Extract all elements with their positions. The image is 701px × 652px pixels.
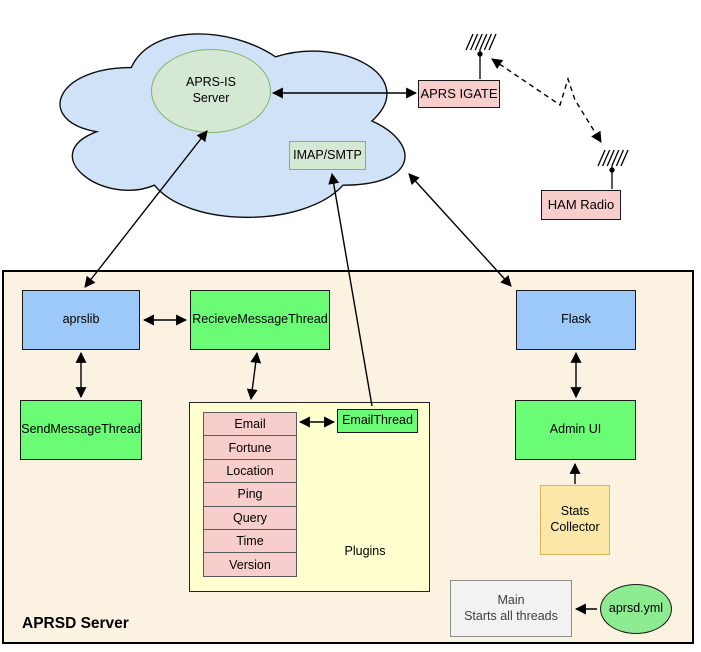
aprs-is-server-label: APRS-IS Server [185,75,236,105]
stats-collector-node: Stats Collector [540,485,610,555]
plugins-label: Plugins [344,544,386,558]
ham-radio-label: HAM Radio [547,196,615,212]
plugin-row-version: Version [204,553,296,576]
plugin-table: Email Fortune Location Ping Query Time V… [203,412,297,577]
send-message-thread-label: SendMessageThread [21,422,141,437]
arrow-rf-link [491,58,602,143]
send-message-thread-node: SendMessageThread [20,400,142,460]
plugin-row-fortune: Fortune [204,436,296,460]
email-thread-label: EmailThread [342,413,413,428]
stats-collector-label: Stats Collector [550,504,600,534]
plugin-row-location: Location [204,459,296,484]
aprslib-label: aprslib [62,312,100,327]
ham-radio-node: HAM Radio [541,190,621,220]
recieve-message-thread-node: RecieveMessageThread [190,290,330,350]
plugins-container: Email Fortune Location Ping Query Time V… [189,402,430,592]
antenna-icon [465,33,497,79]
imap-smtp-label: IMAP/SMTP [293,147,362,162]
email-thread-node: EmailThread [337,409,418,433]
plugin-row-email: Email [204,413,296,437]
aprs-igate-node: APRS IGATE [418,80,500,108]
admin-ui-node: Admin UI [515,400,636,460]
aprsd-server-title: APRSD Server [22,615,129,632]
plugin-row-ping: Ping [204,483,296,507]
antenna-icon [597,149,629,189]
aprs-igate-label: APRS IGATE [420,85,498,101]
imap-smtp-node: IMAP/SMTP [289,141,366,170]
aprsd-yml-node: aprsd.yml [600,584,672,634]
aprs-is-server-node: APRS-IS Server [151,49,271,133]
plugin-row-query: Query [204,506,296,530]
aprsd-yml-label: aprsd.yml [608,601,664,616]
main-title: Main [497,592,525,607]
main-subtitle: Starts all threads [464,608,558,623]
flask-label: Flask [561,312,591,327]
plugin-row-time: Time [204,529,296,554]
arrow-aprsis-aprslib [84,130,208,288]
aprslib-node: aprslib [22,290,140,350]
recieve-message-thread-label: RecieveMessageThread [192,312,328,327]
flask-node: Flask [516,290,636,350]
admin-ui-label: Admin UI [549,422,602,437]
main-node: Main Starts all threads [450,580,572,637]
